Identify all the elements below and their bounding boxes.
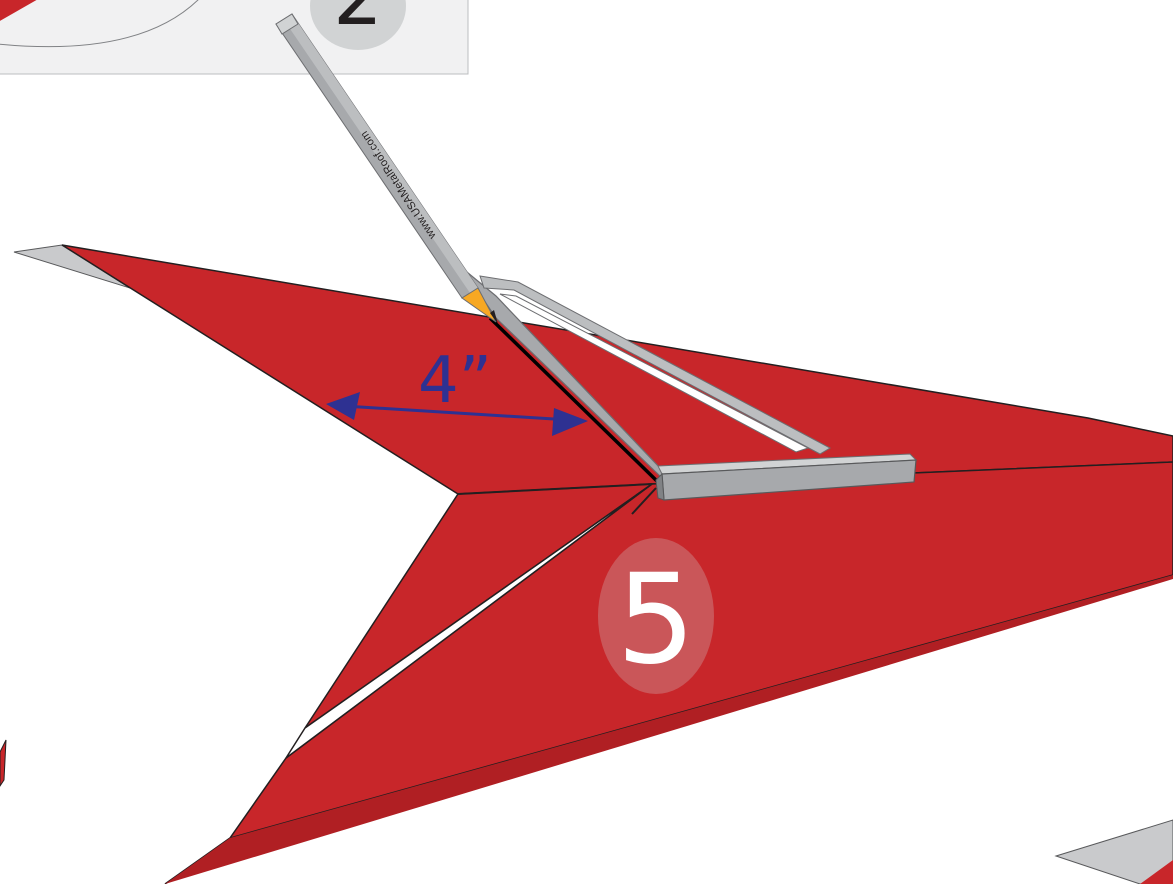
gauge-frame-slot <box>499 293 810 453</box>
metal-flashing <box>0 244 1173 884</box>
dimension-annotation: 4” <box>326 344 588 436</box>
upper-flange <box>61 244 1173 495</box>
marking-gauge-tool <box>461 267 918 501</box>
previous-step-badge <box>310 0 406 50</box>
gauge-foot-end <box>655 472 665 501</box>
previous-step-inset: 2 <box>0 0 469 75</box>
dimension-line <box>343 404 571 422</box>
gauge-frame <box>479 275 832 455</box>
current-step-number: 5 <box>617 548 696 692</box>
dimension-arrowhead-right <box>552 408 588 436</box>
hem-tip-bottom-red <box>1140 860 1173 884</box>
inset-curve <box>0 0 199 48</box>
inset-red-panel-edge <box>0 0 37 21</box>
current-step-badge: 5 <box>598 538 714 694</box>
step-badge-oval <box>598 538 714 694</box>
scribe-line <box>488 316 662 486</box>
pencil-imprint: www.USAMetalRoof.com <box>358 129 439 242</box>
pencil-eraser-ferrule <box>275 13 299 35</box>
pencil-tip <box>461 287 497 323</box>
lower-flange-fold <box>165 575 1173 884</box>
pencil-body-highlight <box>284 14 478 293</box>
dimension-arrowhead-left <box>326 392 360 420</box>
previous-step-number: 2 <box>333 0 383 43</box>
dimension-label: 4” <box>418 344 492 418</box>
hem-tip-bottom <box>1054 819 1173 884</box>
pencil-lead <box>490 310 498 324</box>
adjacent-panel-sliver <box>0 739 7 787</box>
fold-line <box>457 483 653 495</box>
scribe-extension <box>631 487 657 515</box>
relief-cut-slit <box>285 483 653 759</box>
